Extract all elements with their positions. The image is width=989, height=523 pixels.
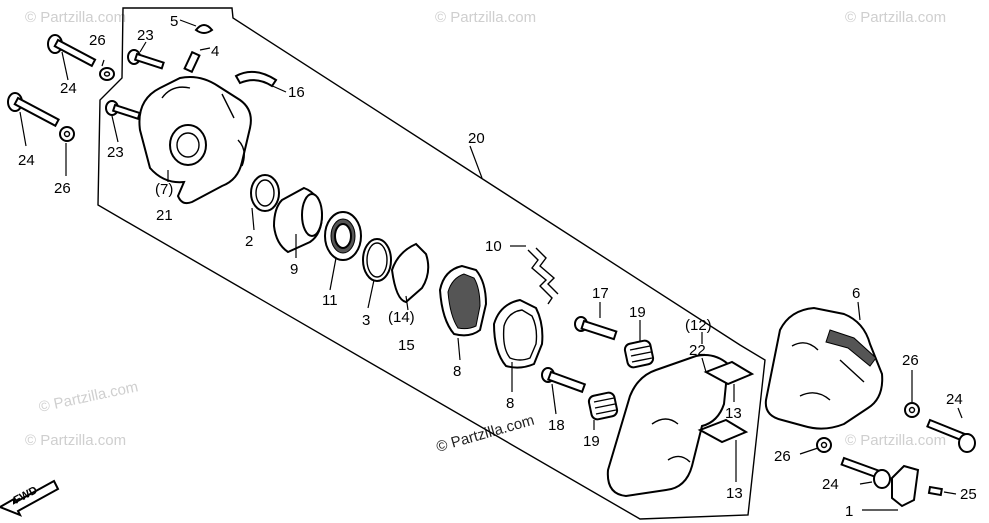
- pad-8-upper: [438, 264, 488, 337]
- callout-22: 22: [689, 342, 706, 359]
- callout-25: 25: [960, 486, 977, 503]
- callout-18: 18: [548, 417, 565, 434]
- ring-3: [362, 238, 392, 282]
- watermark-top-center: © Partzilla.com: [435, 9, 536, 26]
- bolt-24-right-lower: [840, 456, 891, 489]
- watermark-top-right: © Partzilla.com: [845, 9, 946, 26]
- callout-15: 15: [398, 337, 415, 354]
- cap-5: [194, 24, 214, 34]
- boot-19-upper: [623, 339, 655, 369]
- callout-24-top-left: 24: [60, 80, 77, 97]
- callout-20: 20: [468, 130, 485, 147]
- clip-13-lower: [697, 418, 749, 444]
- watermark-bottom-left: © Partzilla.com: [25, 432, 126, 449]
- watermark-center: © Partzilla.com: [434, 412, 536, 456]
- callout-14: (14): [388, 309, 415, 326]
- clip-13-upper: [703, 360, 755, 386]
- callout-24-right-lower: 24: [822, 476, 839, 493]
- washer-26-right-upper: [904, 402, 920, 418]
- watermark-left-mid: © Partzilla.com: [37, 378, 139, 416]
- washer-26-lower-left: [59, 126, 75, 142]
- pin-18: [541, 367, 587, 394]
- pin-17: [574, 316, 618, 341]
- callout-13-lower: 13: [726, 485, 743, 502]
- callout-26-lower-left: 26: [54, 180, 71, 197]
- bolt-24-right-upper: [926, 418, 976, 453]
- callout-23-lower: 23: [107, 144, 124, 161]
- callout-19-upper: 19: [629, 304, 646, 321]
- callout-24-right-upper: 24: [946, 391, 963, 408]
- bolt-23-top: [127, 49, 165, 70]
- callout-13-upper: 13: [725, 405, 742, 422]
- callout-10: 10: [485, 238, 502, 255]
- seal-2: [250, 174, 280, 212]
- callout-9: 9: [290, 261, 298, 278]
- callout-23-top: 23: [137, 27, 154, 44]
- leader-lines: [19, 19, 963, 511]
- watermark-top-left: © Partzilla.com: [25, 9, 126, 26]
- callout-21: 21: [156, 207, 173, 224]
- callout-4: 4: [211, 43, 219, 60]
- callout-8-lower: 8: [506, 395, 514, 412]
- forward-arrow: FWD: [0, 479, 60, 517]
- caliper-body-left: [138, 76, 252, 205]
- callout-1: 1: [845, 503, 853, 520]
- callout-26-top-left: 26: [89, 32, 106, 49]
- bleeder-4: [183, 50, 201, 74]
- hose-clamp-1: [891, 464, 920, 508]
- assembly-boundary: [97, 7, 766, 520]
- bolt-24-lower-left: [7, 92, 60, 128]
- callout-2: 2: [245, 233, 253, 250]
- callout-24-lower-left: 24: [18, 152, 35, 169]
- callout-16: 16: [288, 84, 305, 101]
- callout-7: (7): [155, 181, 173, 198]
- callout-26-right-lower: 26: [774, 448, 791, 465]
- pad-8-lower: [492, 298, 544, 369]
- callout-12: (12): [685, 317, 712, 334]
- bolt-23-lower: [105, 100, 141, 121]
- retainer-16: [234, 70, 278, 88]
- screw-25: [927, 485, 943, 497]
- callout-26-right-upper: 26: [902, 352, 919, 369]
- callout-5: 5: [170, 13, 178, 30]
- watermark-bottom-right: © Partzilla.com: [845, 432, 946, 449]
- callout-11: 11: [322, 292, 338, 309]
- caliper-body-right: [764, 306, 884, 430]
- shim-14: [390, 242, 430, 304]
- callout-8-upper: 8: [453, 363, 461, 380]
- bolt-24-top-left: [47, 34, 97, 68]
- bracket-22: [606, 354, 730, 498]
- boot-11: [324, 211, 362, 261]
- callout-3: 3: [362, 312, 370, 329]
- callout-17: 17: [592, 285, 609, 302]
- washer-26-right-lower: [816, 437, 832, 453]
- callout-19-lower: 19: [583, 433, 600, 450]
- spring-10: [527, 247, 559, 305]
- piston-9: [272, 186, 324, 254]
- callout-6: 6: [852, 285, 860, 302]
- boot-19-lower: [587, 391, 619, 421]
- washer-26-top-left: [99, 67, 115, 81]
